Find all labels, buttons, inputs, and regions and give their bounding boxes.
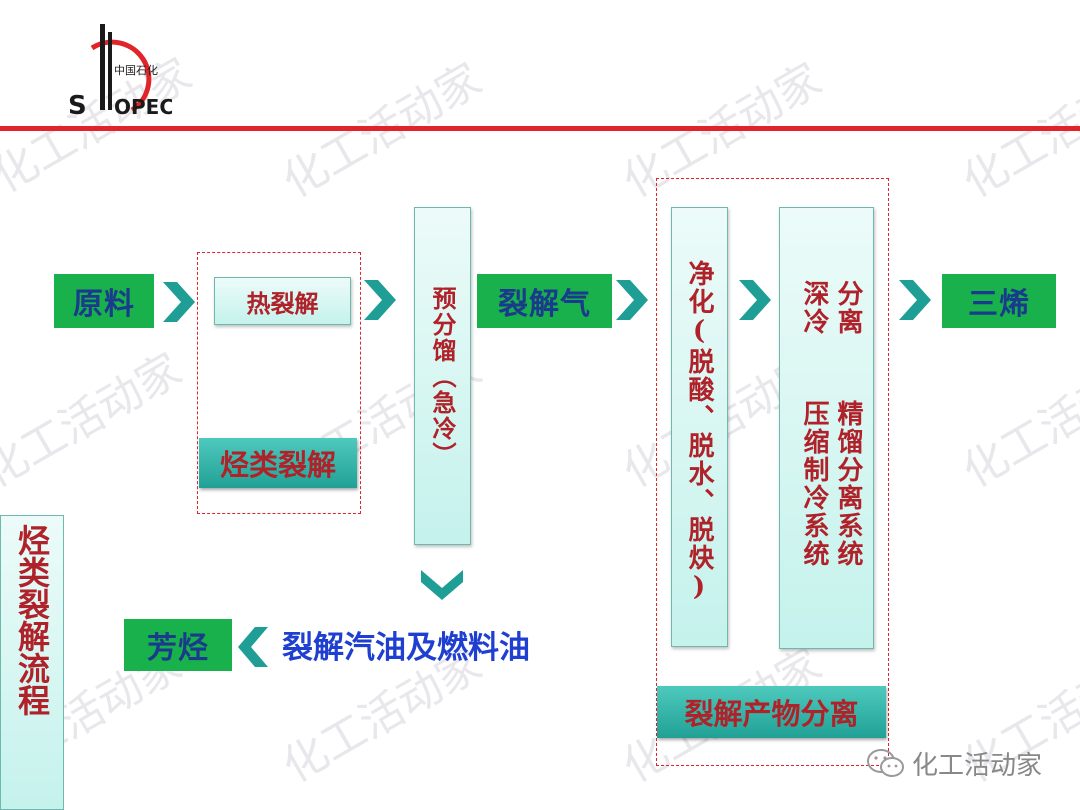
chevron-down-icon <box>421 570 463 600</box>
chevron-right-icon <box>364 280 396 320</box>
purification-label: 净化(脱酸、脱水、脱炔) <box>684 260 714 604</box>
hydrocarbon-cracking-label-bar: 烃类裂解 <box>199 438 357 488</box>
rectification-label: 精馏分离系统 <box>833 400 863 568</box>
side-title-box: 烃类裂解流程 <box>0 515 64 810</box>
pyrolysis-label: 热裂解 <box>246 288 319 318</box>
sinopec-logo: 中国石化 S OPEC <box>62 20 174 121</box>
logo-brand-text: S <box>68 91 87 120</box>
deep-cool-label: 深冷 <box>799 280 829 336</box>
chevron-right-icon <box>163 282 195 322</box>
side-title: 烃类裂解流程 <box>13 524 51 716</box>
purification-box: 净化(脱酸、脱水、脱炔) <box>671 207 728 647</box>
pre-fractionation-box: 预分馏（急冷） <box>414 207 471 545</box>
chevron-left-icon <box>238 627 268 667</box>
pyrolysis-box: 热裂解 <box>214 277 351 325</box>
pre-fractionation-label: 预分馏（急冷） <box>428 286 457 468</box>
chevron-right-icon <box>616 280 648 320</box>
raw-material-label: 原料 <box>73 287 135 322</box>
raw-material-box: 原料 <box>54 274 154 328</box>
chevron-right-icon <box>899 280 931 320</box>
watermark: 化工活动家 <box>954 343 1080 498</box>
wechat-icon <box>867 748 904 777</box>
gasoline-fuel-oil-text: 裂解汽油及燃料油 <box>282 630 530 666</box>
cracking-group-border <box>197 252 361 514</box>
header-divider <box>0 126 1080 131</box>
product-separation-label-bar: 裂解产物分离 <box>657 686 886 738</box>
compression-label: 压缩制冷系统 <box>799 400 829 568</box>
olefins-box: 三烯 <box>942 274 1056 328</box>
footer-watermark: 化工活动家 <box>866 745 1042 782</box>
deep-cooling-separation-box: 分离 深冷 精馏分离系统 压缩制冷系统 <box>779 207 874 649</box>
separation-label: 分离 <box>833 280 863 336</box>
footer-text: 化工活动家 <box>912 751 1043 781</box>
logo-chinese-text: 中国石化 <box>114 63 158 77</box>
cracked-gas-box: 裂解气 <box>477 274 612 328</box>
svg-text:OPEC: OPEC <box>114 95 172 119</box>
aromatics-label: 芳烃 <box>147 631 209 666</box>
aromatics-box: 芳烃 <box>124 619 232 671</box>
separation-group-border <box>656 178 889 766</box>
cracked-gas-label: 裂解气 <box>498 287 591 322</box>
hydrocarbon-cracking-label: 烃类裂解 <box>219 448 336 482</box>
olefins-label: 三烯 <box>968 287 1030 322</box>
watermark: 化工活动家 <box>0 343 191 498</box>
product-separation-label: 裂解产物分离 <box>684 697 859 731</box>
chevron-right-icon <box>739 280 771 320</box>
